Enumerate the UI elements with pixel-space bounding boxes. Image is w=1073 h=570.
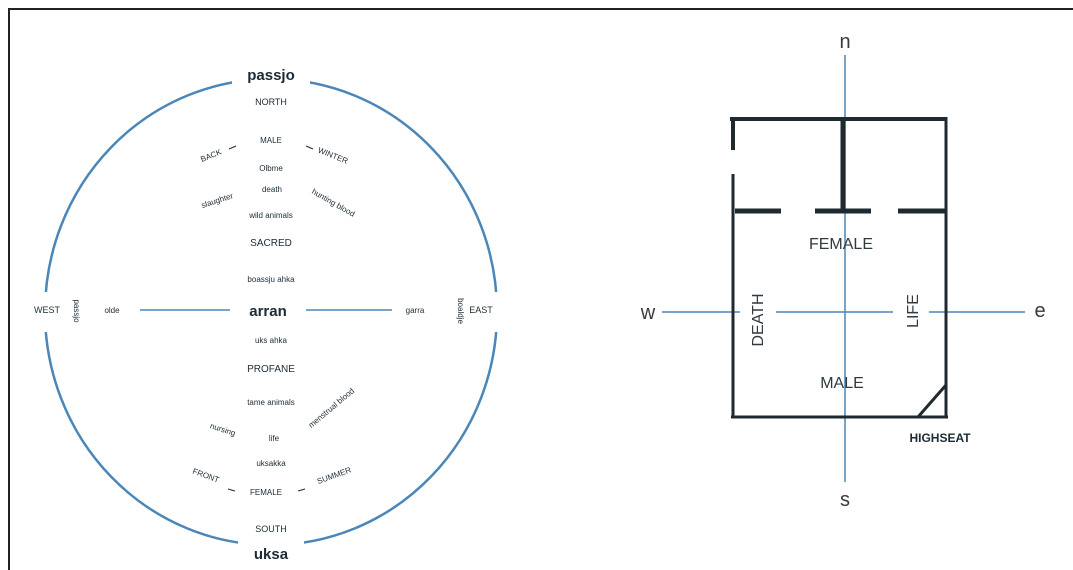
- top-word: passjo: [247, 67, 295, 84]
- north-label: NORTH: [255, 97, 287, 107]
- uks-ahka-label: uks ahka: [255, 336, 288, 345]
- female-label: FEMALE: [250, 488, 282, 497]
- tent-plan-diagram: n s w e FEMALE MALE DEATH LIFE HIGHSEAT: [640, 31, 1046, 511]
- life-label: life: [269, 434, 280, 443]
- menstrual-blood-label: menstrual blood: [307, 386, 356, 429]
- center-word: arran: [249, 303, 287, 320]
- compass-s: s: [840, 489, 850, 511]
- tame-animals-label: tame animals: [247, 398, 295, 407]
- west-inner-word: olde: [104, 306, 120, 315]
- front-label: FRONT: [191, 467, 220, 485]
- male-label: MALE: [260, 136, 282, 145]
- life-side-label: LIFE: [905, 294, 922, 328]
- arc-dash: [297, 488, 306, 492]
- tent-outline: [730, 117, 948, 419]
- highseat-diagonal: [916, 384, 948, 418]
- hunting-blood-label: hunting blood: [310, 187, 356, 219]
- highseat-label: HIGHSEAT: [909, 431, 971, 445]
- slaughter-label: slaughter: [200, 191, 234, 210]
- compass-w: w: [640, 302, 656, 324]
- top-arc-row: BACK MALE WINTER: [199, 136, 349, 166]
- summer-label: SUMMER: [316, 465, 353, 486]
- nursing-label: nursing: [209, 421, 237, 438]
- compass-e: e: [1034, 300, 1045, 322]
- uksakka-label: uksakka: [256, 459, 286, 468]
- arc-dash: [228, 145, 237, 150]
- arc-dash: [305, 145, 314, 150]
- death-label: death: [262, 185, 282, 194]
- back-label: BACK: [199, 147, 223, 164]
- bottom-word: uksa: [254, 546, 289, 563]
- south-label: SOUTH: [255, 524, 287, 534]
- bottom-arc-row-2: nursing life menstrual blood: [209, 386, 356, 443]
- winter-label: WINTER: [317, 146, 350, 166]
- figure-frame: [8, 8, 1073, 570]
- female-area-label: FEMALE: [809, 236, 873, 253]
- sacred-label: SACRED: [250, 238, 292, 249]
- east-rotated-word: boaldje: [456, 298, 465, 324]
- male-area-label: MALE: [820, 375, 864, 392]
- profane-label: PROFANE: [247, 364, 295, 375]
- bottom-arc-row: FRONT FEMALE SUMMER: [191, 465, 352, 497]
- boassju-ahka-label: boassju ahka: [247, 275, 295, 284]
- death-side-label: DEATH: [750, 293, 767, 346]
- east-label: EAST: [469, 305, 493, 315]
- west-label: WEST: [34, 305, 61, 315]
- east-inner-word: garra: [406, 306, 425, 315]
- arc-dash: [227, 488, 236, 492]
- west-rotated-word: passjo: [72, 299, 81, 323]
- olbme-label: Olbme: [259, 164, 283, 173]
- cosmos-diagram: passjo uksa NORTH SOUTH BACK MALE WINTER…: [34, 64, 500, 564]
- compass-n: n: [839, 31, 850, 53]
- wild-animals-label: wild animals: [248, 211, 293, 220]
